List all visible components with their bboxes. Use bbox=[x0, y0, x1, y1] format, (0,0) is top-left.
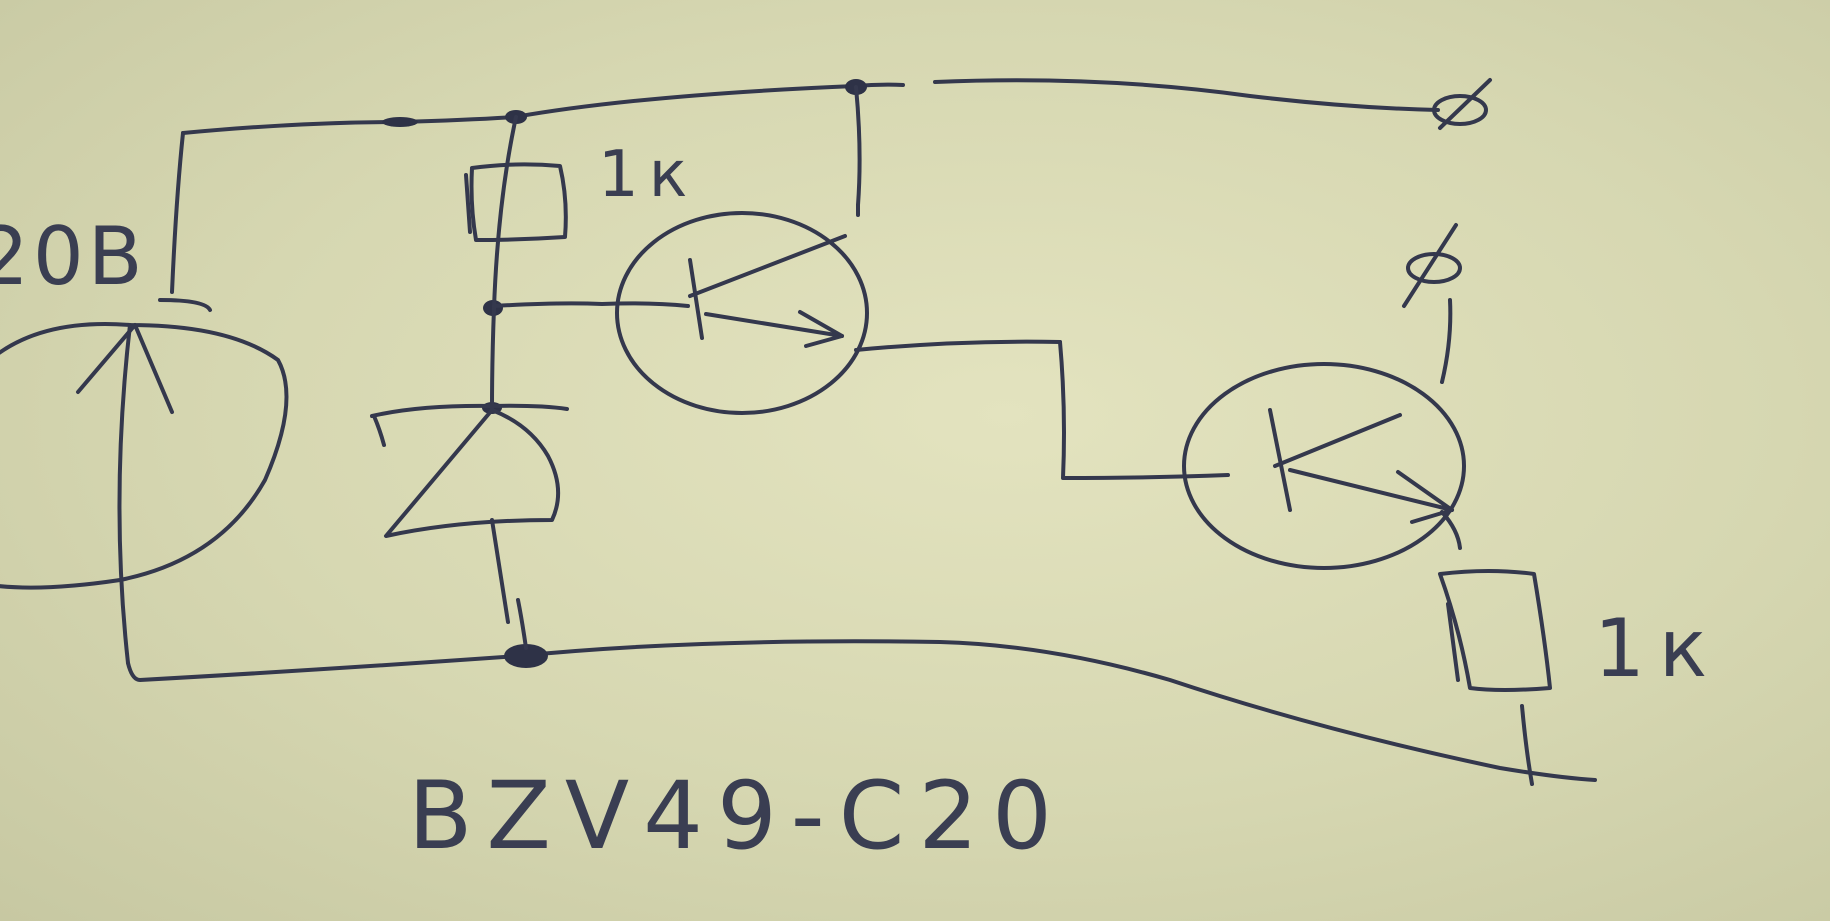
output-wire bbox=[933, 78, 1440, 112]
source-circle bbox=[0, 322, 289, 590]
resistor-top-label: 1к bbox=[598, 138, 697, 212]
output-terminal-bottom bbox=[1402, 223, 1462, 308]
resistor-bottom-label: 1к bbox=[1594, 602, 1721, 695]
resistor-top-body bbox=[469, 162, 568, 242]
source-voltage-label: 20B bbox=[0, 210, 147, 303]
top-rail-wire bbox=[181, 82, 905, 135]
junction-dot-top-left bbox=[382, 117, 418, 127]
bottom-rail-wire bbox=[126, 639, 1597, 782]
source-arrow-shaft bbox=[117, 323, 132, 665]
transistor-q1 bbox=[492, 85, 1062, 415]
output-terminal-top bbox=[1432, 78, 1492, 130]
transistor-q2 bbox=[1182, 298, 1466, 570]
q1-q2-link-wire bbox=[1058, 340, 1230, 480]
zener-diode bbox=[370, 403, 569, 650]
resistor-bottom-wire bbox=[1520, 704, 1534, 786]
resistor-bottom-body bbox=[1438, 569, 1552, 692]
source-arrow-head bbox=[76, 323, 174, 414]
source-top-lead bbox=[170, 131, 185, 294]
resistor-top-wire bbox=[490, 115, 518, 410]
junction-dot-bottom bbox=[504, 644, 548, 668]
voltage-source bbox=[0, 298, 289, 665]
zener-part-label: BZV49-C20 bbox=[408, 762, 1066, 871]
